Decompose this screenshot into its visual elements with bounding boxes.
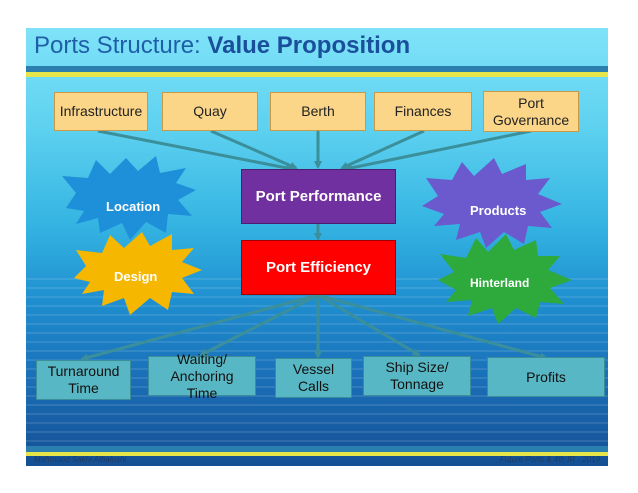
arrow-finances-performance (340, 129, 425, 170)
footer-band (26, 446, 608, 452)
arrow-efficiency-shipsize (317, 293, 421, 357)
connector-arrows (62, 129, 572, 362)
arrow-governance-performance (344, 129, 532, 172)
top-box-quay: Quay (162, 92, 258, 131)
arrow-infrastructure-performance (97, 129, 294, 172)
products-star (422, 158, 562, 248)
hinterland-star (438, 234, 572, 324)
top-box-infrastructure: Infrastructure (54, 92, 148, 131)
title-prefix: Ports Structure: (34, 32, 201, 59)
footer-event: Future Ports & 4th IR - 2019 (499, 455, 600, 464)
top-box-berth: Berth (270, 92, 366, 131)
footer-band-accent (26, 452, 608, 456)
title-highlight: Value Proposition (207, 32, 411, 59)
design-label: Design (114, 269, 158, 284)
port-efficiency-box: Port Efficiency (241, 240, 396, 295)
port-performance-box: Port Performance (241, 169, 396, 224)
bottom-box-profits: Profits (487, 357, 605, 397)
arrow-efficiency-waiting (199, 293, 319, 357)
top-box-finances: Finances (374, 92, 472, 131)
footer-author: Mahmood Sakhi Albalushi (34, 455, 127, 464)
design-star (74, 232, 202, 315)
slide-title: Ports Structure: Value Proposition (34, 32, 410, 60)
arrow-efficiency-profits (317, 293, 548, 361)
bottom-box-vessel-calls: Vessel Calls (275, 358, 352, 398)
header-band-accent (26, 72, 608, 77)
arrow-efficiency-turnaround (80, 293, 319, 362)
products-label: Products (470, 203, 527, 218)
hinterland-label: Hinterland (470, 276, 530, 290)
location-star (62, 156, 196, 240)
header-band (26, 66, 608, 72)
bottom-box-turnaround-time: Turnaround Time (36, 360, 131, 400)
arrow-quay-performance (210, 129, 298, 170)
bottom-box-waiting-anchoring-time: Waiting/ Anchoring Time (148, 351, 256, 401)
bottom-box-ship-size-tonnage: Ship Size/ Tonnage (363, 356, 471, 396)
location-label: Location (106, 199, 161, 214)
top-box-port-governance: Port Governance (483, 91, 579, 132)
slide: Ports Structure: Value Proposition Locat… (26, 28, 608, 466)
